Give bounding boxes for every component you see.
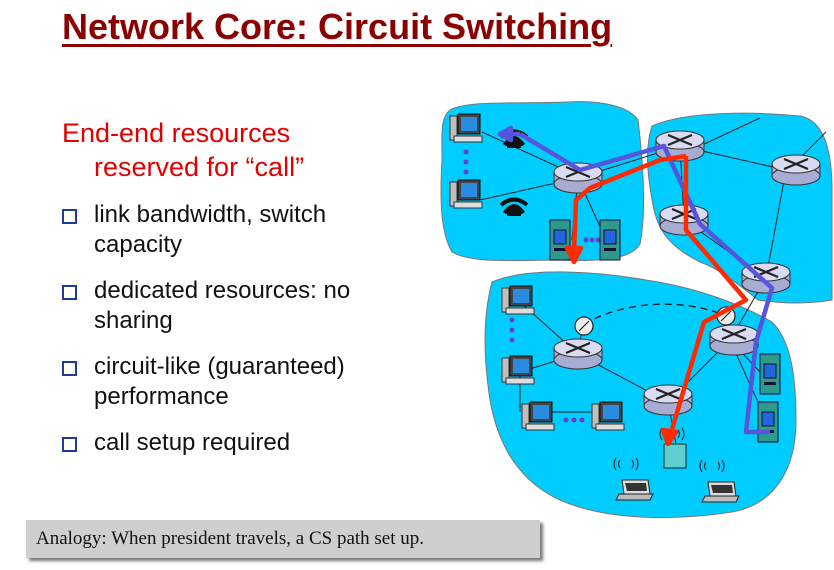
bullet-item: link bandwidth, switch capacity — [62, 200, 350, 260]
workstation-icon — [449, 113, 483, 143]
router-icon — [708, 323, 760, 357]
server-icon — [759, 353, 781, 395]
workstation-icon — [521, 401, 555, 431]
bullet-line-1: link bandwidth, switch — [94, 201, 327, 228]
workstation-icon — [449, 179, 483, 209]
blue-circuit-path — [497, 125, 775, 435]
router-icon — [770, 153, 822, 187]
bullet-item: dedicated resources: no sharing — [62, 276, 350, 336]
bullet-line-2: sharing — [94, 307, 173, 334]
satellite-dish-icon — [574, 316, 594, 336]
heading-line-1: End-end resources — [62, 118, 291, 148]
router-icon — [552, 337, 604, 371]
slide-title: Network Core: Circuit Switching — [62, 6, 613, 47]
bullet-item: call setup required — [62, 428, 350, 458]
bullet-line-1: dedicated resources: no — [94, 277, 351, 304]
server-icon — [757, 401, 779, 443]
bullet-list: link bandwidth, switch capacity dedicated… — [62, 200, 350, 474]
access-network-cloud — [440, 101, 645, 262]
bullet-line-2: capacity — [94, 231, 183, 258]
square-bullet-icon — [62, 285, 77, 300]
bullet-line-1: call setup required — [94, 429, 291, 456]
workstation-icon — [501, 285, 535, 315]
bullet-item: circuit-like (guaranteed) performance — [62, 352, 350, 412]
workstation-icon — [591, 401, 625, 431]
server-icon — [599, 219, 621, 261]
workstation-icon — [501, 355, 535, 385]
bullet-line-1: circuit-like (guaranteed) — [94, 353, 345, 380]
server-icon — [549, 219, 571, 261]
square-bullet-icon — [62, 209, 77, 224]
square-bullet-icon — [62, 437, 77, 452]
heading: End-end resources reserved for “call” — [62, 116, 304, 184]
bullet-line-2: performance — [94, 383, 229, 410]
access-point-icon — [663, 443, 687, 469]
heading-line-2: reserved for “call” — [94, 152, 305, 182]
square-bullet-icon — [62, 361, 77, 376]
analogy-caption: Analogy: When president travels, a CS pa… — [26, 520, 540, 558]
red-circuit-path — [564, 153, 749, 447]
